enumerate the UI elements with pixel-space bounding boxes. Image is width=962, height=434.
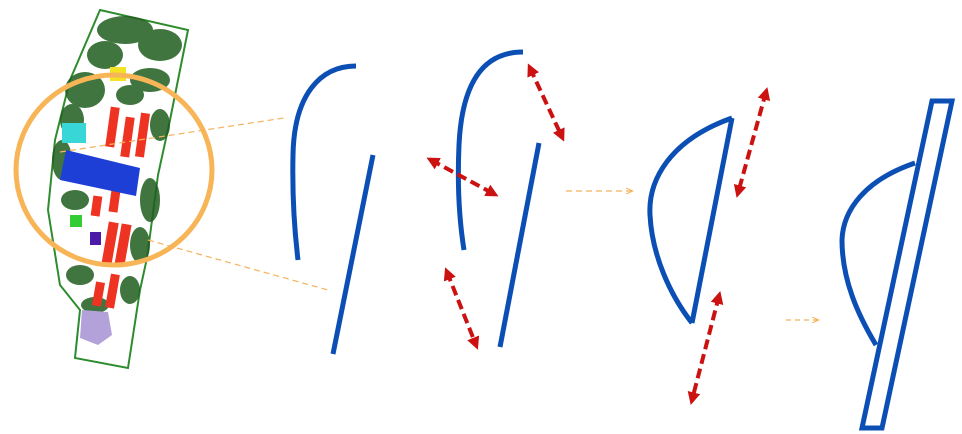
double-headed-arrow-icon	[527, 63, 565, 142]
straight-stroke	[497, 142, 542, 348]
double-headed-arrow-icon	[733, 87, 771, 198]
dome-arc	[647, 115, 733, 325]
purple-block	[90, 232, 101, 245]
cyan-block	[62, 123, 86, 143]
curved-stroke	[455, 49, 524, 251]
dome-arc	[839, 160, 916, 347]
zoom-circle	[13, 72, 215, 268]
blue-road	[60, 150, 140, 196]
step-3-half-dome	[647, 87, 771, 405]
dome-base	[689, 117, 735, 324]
lavender-block	[80, 310, 112, 345]
double-headed-arrow-icon	[687, 291, 724, 405]
elongated-slab	[858, 98, 956, 431]
double-headed-arrow-icon	[426, 157, 499, 197]
step-1-two-strokes	[290, 63, 376, 355]
straight-stroke	[330, 154, 376, 355]
light-green-block	[70, 215, 82, 227]
curved-stroke	[290, 63, 357, 261]
zoom-connectors	[59, 117, 329, 291]
step-4-final-form	[839, 98, 956, 431]
double-headed-arrow-icon	[443, 267, 480, 350]
site-sketch-map	[13, 8, 215, 370]
step-2-strokes-with-arrows	[426, 49, 565, 350]
red-buildings	[90, 106, 151, 309]
